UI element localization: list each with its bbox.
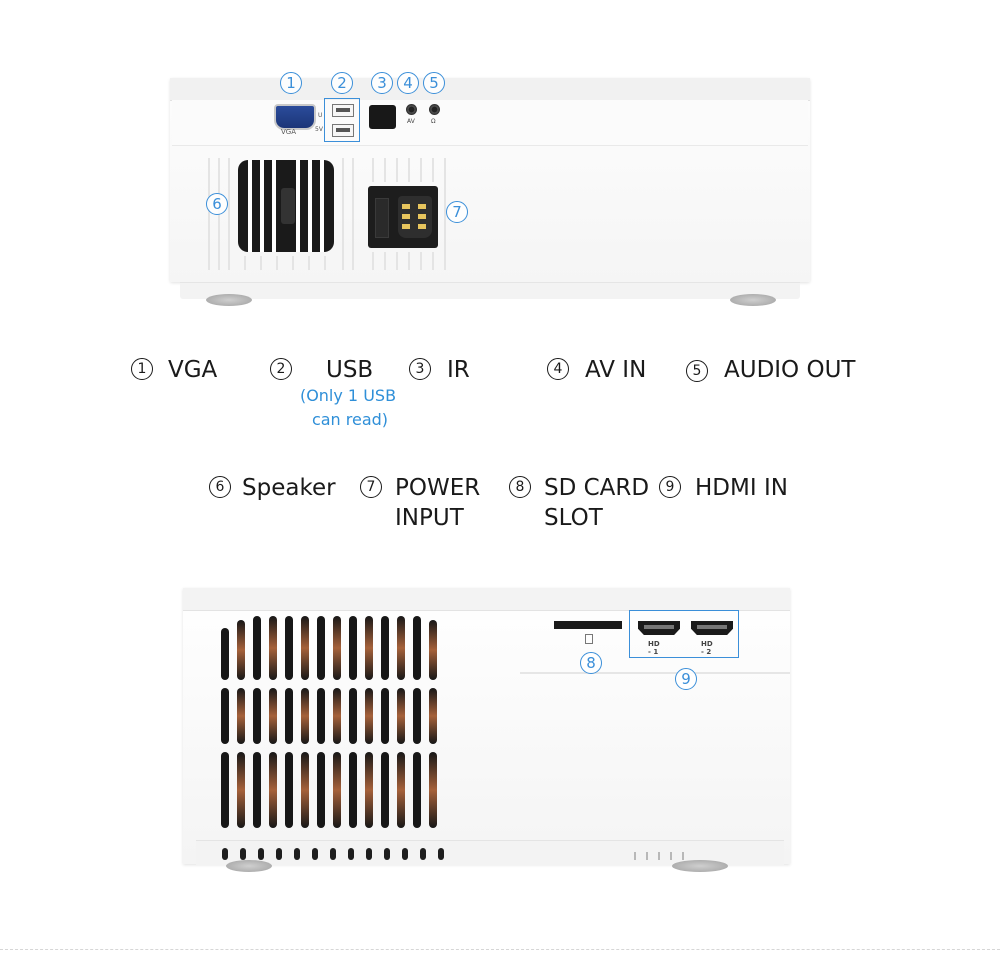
power-switch [375,198,389,238]
projector-base [180,282,800,299]
legend-num-7: 7 [360,476,382,498]
projector-top-edge [170,78,810,101]
av-jack [406,104,417,115]
usb-highlight-box [324,98,360,142]
legend-num-8: 8 [509,476,531,498]
av-jack-label: AV [407,118,415,125]
sd-card-icon [585,634,593,644]
legend-num-1: 1 [131,358,153,380]
legend-label-av-in: AV IN [585,357,647,383]
legend-num-5: 5 [686,360,708,382]
rubber-foot-right [730,294,776,306]
legend-label-power-input-line1: POWER [395,475,481,501]
hdmi-port-1 [638,621,680,635]
rubber-foot-left [206,294,252,306]
dashed-divider [0,949,1000,950]
callout-1: 1 [280,72,302,94]
vga-port [274,104,316,130]
callout-5: 5 [423,72,445,94]
headphone-icon: Ω [431,118,436,125]
hdmi-port-2 [691,621,733,635]
rubber-foot-right [672,860,728,872]
projector-side-top-edge [183,588,790,611]
callout-6: 6 [206,193,228,215]
audio-jack [429,104,440,115]
callout-2: 2 [331,72,353,94]
speaker-center [281,188,295,224]
legend-label-speaker: Speaker [242,475,336,501]
usb-voltage-label: 5V [315,126,323,133]
hdmi-highlight-box [629,610,739,658]
legend-label-sd-card-line1: SD CARD [544,475,650,501]
usb-mark-label: U [318,112,323,119]
vga-port-label: VGA [281,128,297,136]
callout-7: 7 [446,201,468,223]
port-panel [172,100,808,146]
callout-9: 9 [675,668,697,690]
ir-receiver [369,105,396,129]
legend-label-vga: VGA [168,357,218,383]
power-pin [402,204,410,209]
hdmi-port-1-label: HD - 1 [648,640,660,656]
callout-8: 8 [580,652,602,674]
legend-num-9: 9 [659,476,681,498]
legend-num-2: 2 [270,358,292,380]
power-pin [418,204,426,209]
side-panel-step [520,672,790,674]
power-pin [418,224,426,229]
projector-side-body [183,588,790,864]
rubber-foot-left [226,860,272,872]
callout-4: 4 [397,72,419,94]
power-pin [402,224,410,229]
usb-port-1 [332,104,354,117]
legend-num-3: 3 [409,358,431,380]
callout-3: 3 [371,72,393,94]
hdmi-port-2-label: HD - 2 [701,640,713,656]
usb-port-2 [332,124,354,137]
power-pin [418,214,426,219]
legend-label-audio-out: AUDIO OUT [724,357,856,383]
legend-note-usb-line1: (Only 1 USB [299,386,397,405]
legend-label-usb: USB [326,357,374,383]
legend-num-6: 6 [209,476,231,498]
legend-note-usb-line2: can read) [311,410,389,429]
sd-card-slot [554,621,622,629]
legend-label-sd-card-line2: SLOT [544,505,603,531]
legend-num-4: 4 [547,358,569,380]
legend-label-power-input-line2: INPUT [395,505,464,531]
legend-label-ir: IR [447,357,470,383]
power-pin [402,214,410,219]
legend-label-hdmi-in: HDMI IN [695,475,788,501]
